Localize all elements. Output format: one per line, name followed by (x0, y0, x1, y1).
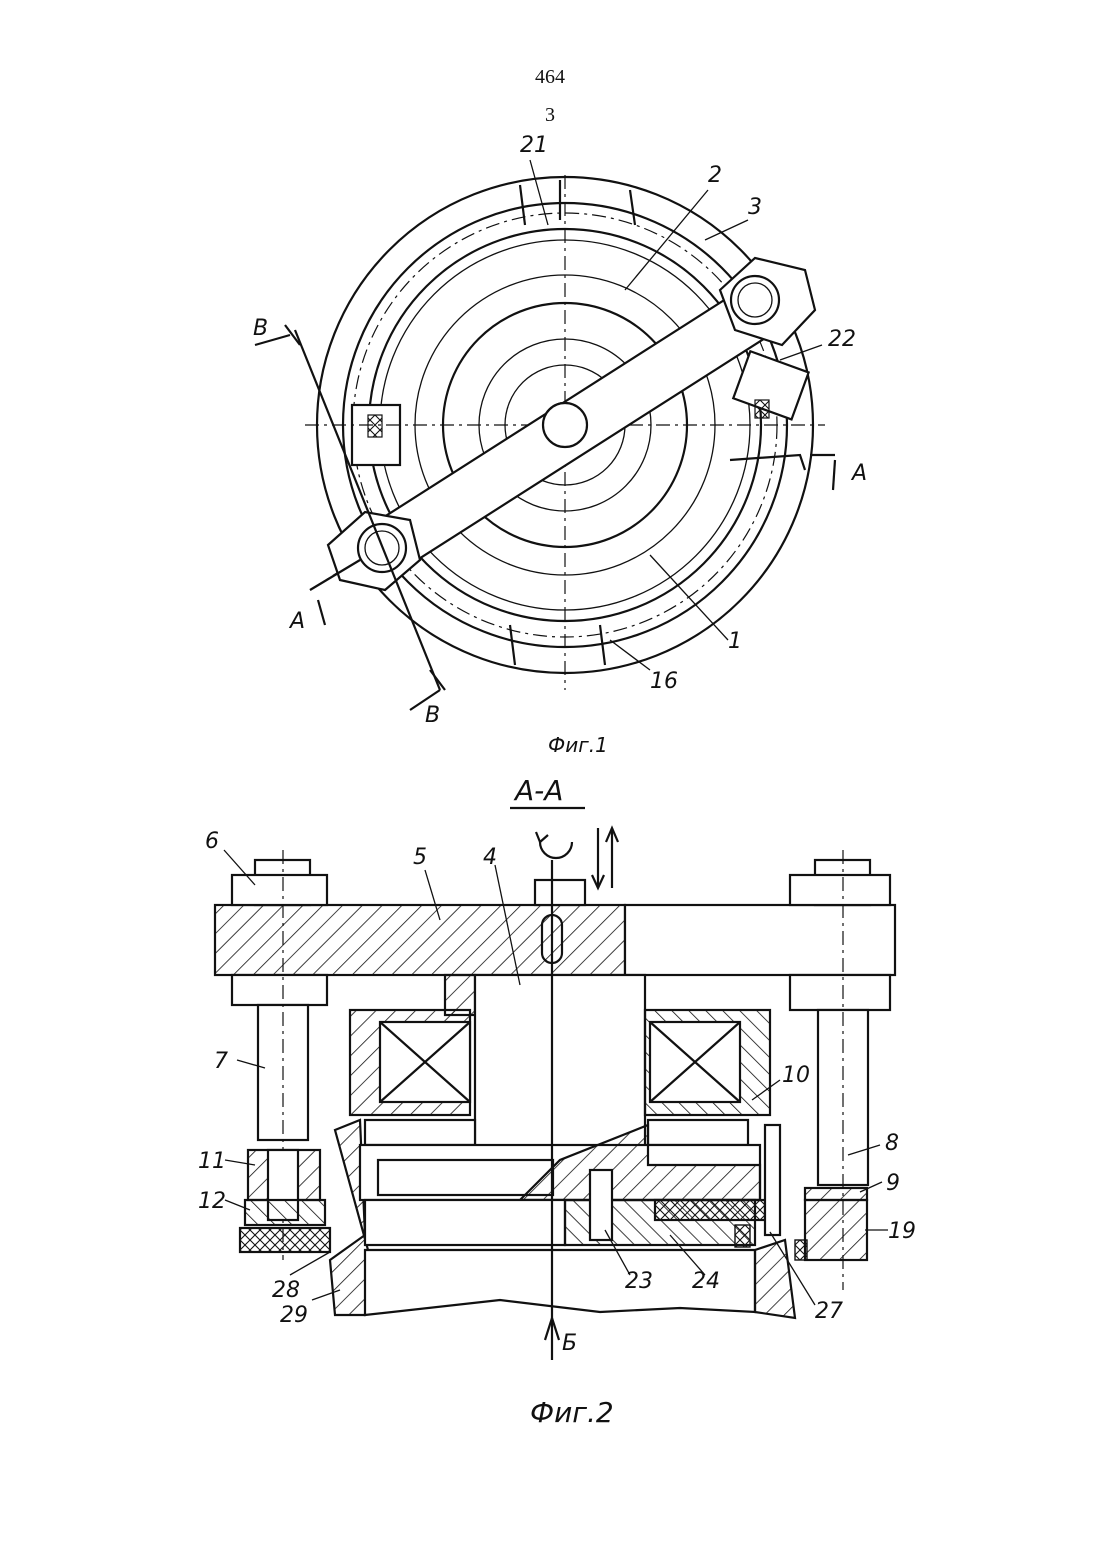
label-view-b: Б (562, 1331, 577, 1356)
label-4: 4 (483, 845, 497, 870)
leader-28 (290, 1252, 330, 1275)
label-7: 7 (214, 1049, 228, 1074)
fig1-caption: Фиг.1 (548, 733, 608, 757)
rotation-arrow-head (536, 832, 548, 842)
insert-left (368, 415, 382, 437)
label-10: 10 (782, 1063, 810, 1088)
label-29: 29 (280, 1303, 308, 1328)
fig1-plan-view: 21 2 3 22 1 16 A A B B Фиг.1 (253, 133, 867, 757)
label-12: 12 (198, 1189, 226, 1214)
plate-5 (215, 905, 625, 975)
label-1: 1 (728, 629, 742, 654)
label-9: 9 (886, 1171, 900, 1196)
label-section-b-bottom: B (425, 703, 440, 728)
part-12 (245, 1200, 325, 1225)
body-lower (365, 1200, 565, 1245)
label-section-b-top: B (253, 316, 268, 341)
section-arrow-a-left (318, 600, 325, 625)
label-19: 19 (888, 1219, 916, 1244)
label-11: 11 (198, 1149, 226, 1174)
plate-5-right (625, 905, 895, 975)
label-27: 27 (815, 1299, 843, 1324)
label-6: 6 (205, 829, 219, 854)
part-19 (805, 1200, 867, 1260)
label-2: 2 (708, 163, 722, 188)
fig2-caption: Фиг.2 (530, 1396, 614, 1429)
nut-6-washer (232, 875, 327, 905)
label-16: 16 (650, 669, 678, 694)
workpiece-rim (755, 1240, 795, 1318)
label-23: 23 (625, 1269, 653, 1294)
fig2-section-view: A-A (198, 774, 916, 1429)
leader-2 (625, 190, 708, 290)
section-title: A-A (513, 774, 563, 807)
label-8: 8 (885, 1131, 899, 1156)
rod-27 (765, 1125, 780, 1235)
insert-19 (795, 1240, 807, 1260)
label-21: 21 (520, 133, 548, 158)
pin-23 (590, 1170, 612, 1240)
body-1-slot (378, 1160, 553, 1195)
part-28 (240, 1228, 330, 1252)
label-5: 5 (413, 845, 427, 870)
label-28: 28 (272, 1278, 300, 1303)
rotation-arrow (540, 842, 572, 858)
insert-27 (735, 1225, 750, 1247)
leader-1 (650, 555, 728, 640)
label-24: 24 (692, 1269, 720, 1294)
clamp-22 (733, 351, 808, 419)
label-3: 3 (748, 195, 762, 220)
ring-plate-right (648, 1120, 748, 1145)
nut-right-washer (790, 875, 890, 905)
part-9 (805, 1188, 867, 1200)
bar-hub (543, 403, 587, 447)
label-22: 22 (828, 327, 856, 352)
part-24-insert (655, 1200, 765, 1220)
nut-6-lower (232, 975, 327, 1005)
insert-right (755, 400, 769, 418)
nut-right-lower (790, 975, 890, 1010)
label-section-a-left: A (288, 609, 305, 634)
shaft-4 (475, 975, 645, 1160)
rim-cut-right (730, 455, 805, 470)
ring-plate-left (365, 1120, 475, 1145)
shaft-top (535, 880, 585, 905)
section-arrow-a-right (833, 460, 835, 490)
label-section-a-right: A (850, 461, 867, 486)
leader-16 (610, 640, 650, 670)
